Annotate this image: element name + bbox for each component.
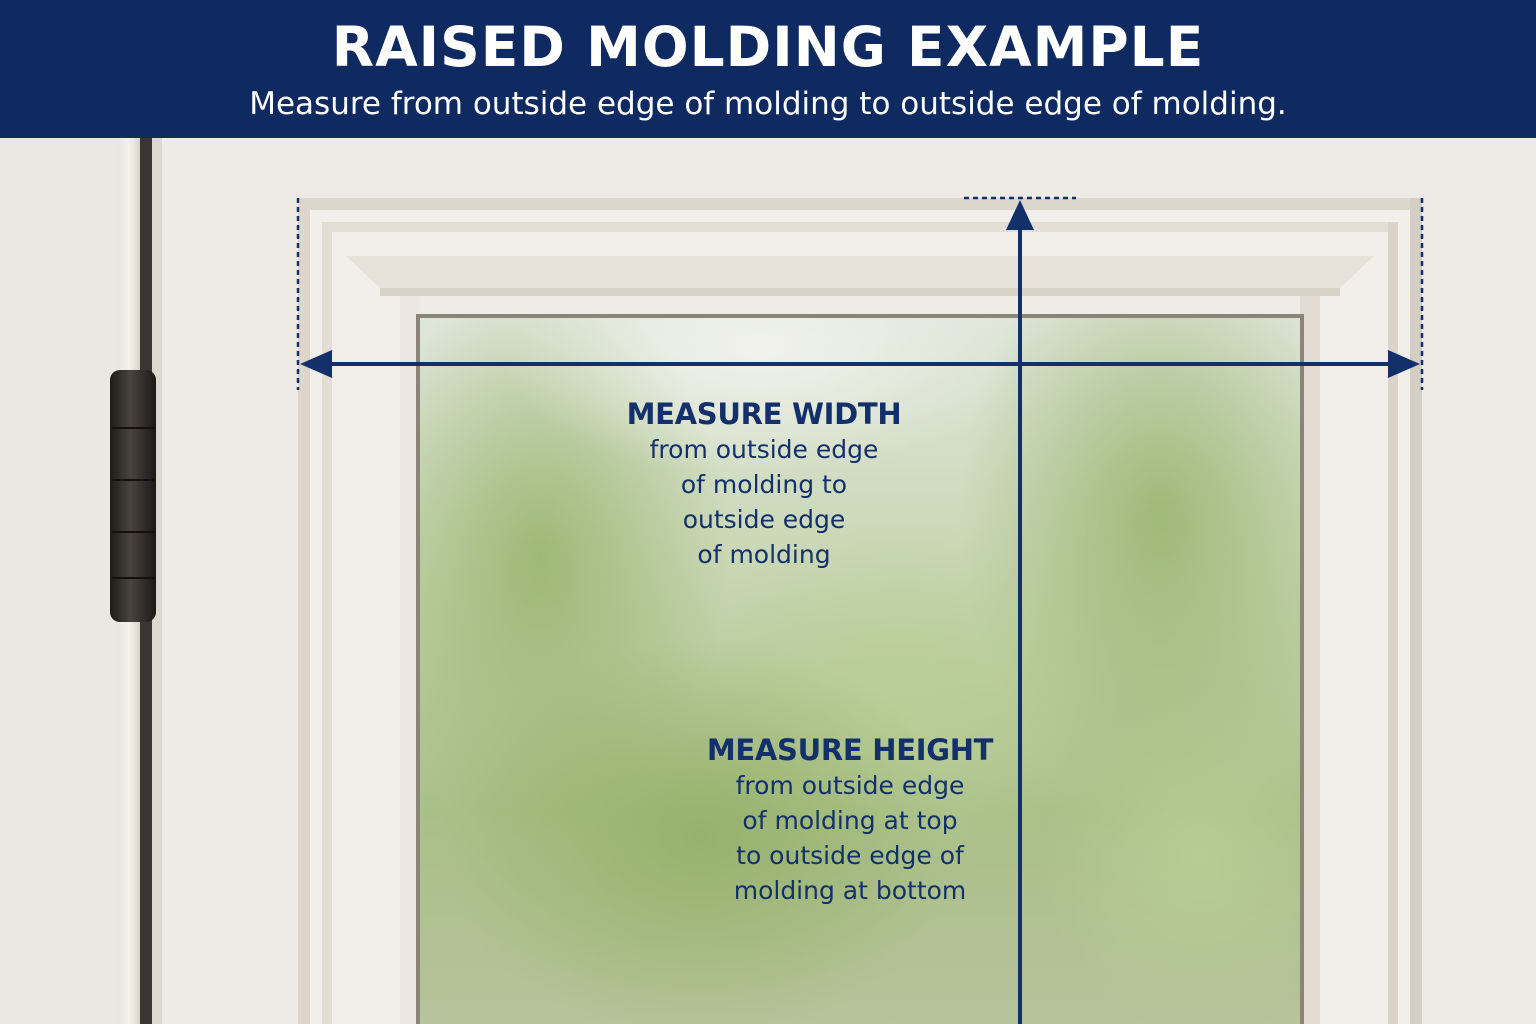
page-subtitle: Measure from outside edge of molding to … — [249, 86, 1287, 122]
header-banner: RAISED MOLDING EXAMPLE Measure from outs… — [0, 0, 1536, 138]
measure-width-line: outside edge — [682, 505, 846, 534]
measure-height-line: molding at bottom — [733, 876, 967, 905]
measure-height-title: MEASURE HEIGHT — [706, 733, 994, 767]
measure-width-line: from outside edge — [649, 435, 879, 464]
height-measure-line — [964, 196, 1076, 1024]
door-hinge-icon — [110, 370, 156, 622]
door-scene: MEASURE WIDTH from outside edge of moldi… — [0, 138, 1536, 1024]
measure-width-line: of molding to — [680, 470, 848, 499]
measure-width-line: of molding — [697, 540, 831, 569]
arrow-up-icon — [1006, 200, 1034, 230]
door-illustration — [0, 138, 1536, 1024]
window-glass — [350, 218, 1360, 1024]
measure-height-label: MEASURE HEIGHT from outside edge of mold… — [650, 732, 1050, 908]
raised-molding — [298, 198, 1422, 1024]
arrow-right-icon — [1388, 350, 1420, 378]
measure-width-title: MEASURE WIDTH — [626, 397, 902, 431]
arrow-left-icon — [300, 350, 332, 378]
width-measure-line — [296, 198, 1424, 390]
measure-height-line: from outside edge — [735, 771, 965, 800]
page-title: RAISED MOLDING EXAMPLE — [331, 15, 1205, 79]
measure-height-line: to outside edge of — [736, 841, 964, 870]
measure-width-label: MEASURE WIDTH from outside edge of moldi… — [564, 396, 964, 572]
measure-height-line: of molding at top — [742, 806, 958, 835]
